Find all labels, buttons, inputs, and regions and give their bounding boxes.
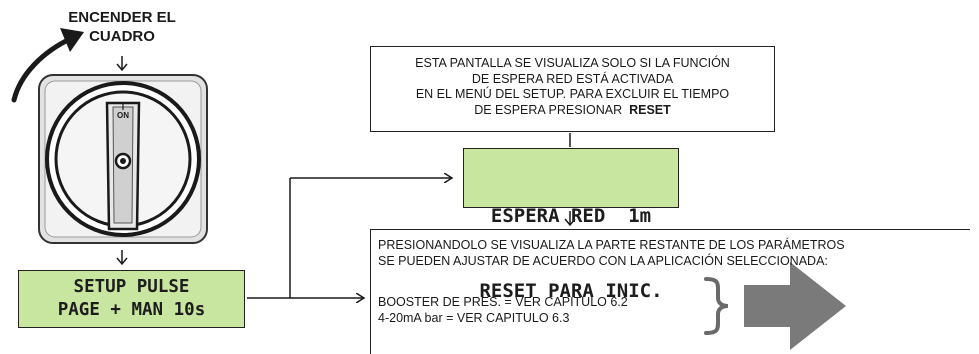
- big-right-arrow-icon: [744, 262, 846, 350]
- main-switch[interactable]: I ON: [37, 73, 209, 245]
- switch-title-line2: CUADRO: [89, 28, 155, 45]
- info-line1: PRESIONANDOLO SE VISUALIZA LA PARTE REST…: [378, 238, 845, 252]
- switch-title-line1: ENCENDER EL: [68, 9, 176, 26]
- switch-title: ENCENDER EL CUADRO: [52, 8, 192, 46]
- down-arrow-switch-icon: [116, 250, 128, 266]
- note-line4: DE ESPERA PRESIONAR RESET: [371, 103, 774, 119]
- info-line2: SE PUEDEN AJUSTAR DE ACUERDO CON LA APLI…: [378, 253, 828, 268]
- turn-arrow-icon: [11, 28, 84, 103]
- on-label: I ON: [109, 104, 137, 120]
- on-label-i: I: [121, 103, 125, 112]
- lcd-espera: ESPERA RED 1m RESET PARA INIC.: [463, 148, 679, 302]
- note-line2: DE ESPERA RED ESTÁ ACTIVADA: [471, 71, 674, 86]
- note-line4-reset: RESET: [629, 102, 671, 117]
- info-item-booster: BOOSTER DE PRES. = VER CAPITULO 6.2: [378, 295, 628, 309]
- info-box: PRESIONANDOLO SE VISUALIZA LA PARTE REST…: [370, 229, 970, 354]
- lcd-setup-line1: SETUP PULSE: [73, 277, 190, 297]
- rotary-switch-icon: [38, 74, 208, 244]
- note-line3: EN EL MENÚ DEL SETUP. PARA EXCLUIR EL TI…: [415, 87, 730, 101]
- info-item-4-20ma: 4-20mA bar = VER CAPITULO 6.3: [378, 310, 570, 325]
- on-label-on: ON: [117, 111, 129, 120]
- down-arrow-espera-icon: [564, 211, 576, 227]
- down-arrow-title-icon: [116, 56, 128, 72]
- branch-connector: [247, 178, 452, 298]
- lcd-setup: SETUP PULSE PAGE + MAN 10s: [18, 270, 245, 328]
- curly-brace-icon: [704, 277, 729, 335]
- lcd-espera-line1: ESPERA RED 1m: [490, 205, 652, 227]
- note-line1: ESTA PANTALLA SE VISUALIZA SOLO SI LA FU…: [415, 56, 730, 70]
- lcd-espera-line2: RESET PARA INIC.: [479, 280, 663, 302]
- note-line4-prefix: DE ESPERA PRESIONAR: [474, 102, 623, 117]
- note-box: ESTA PANTALLA SE VISUALIZA SOLO SI LA FU…: [370, 46, 775, 132]
- lcd-setup-line2: PAGE + MAN 10s: [57, 300, 206, 320]
